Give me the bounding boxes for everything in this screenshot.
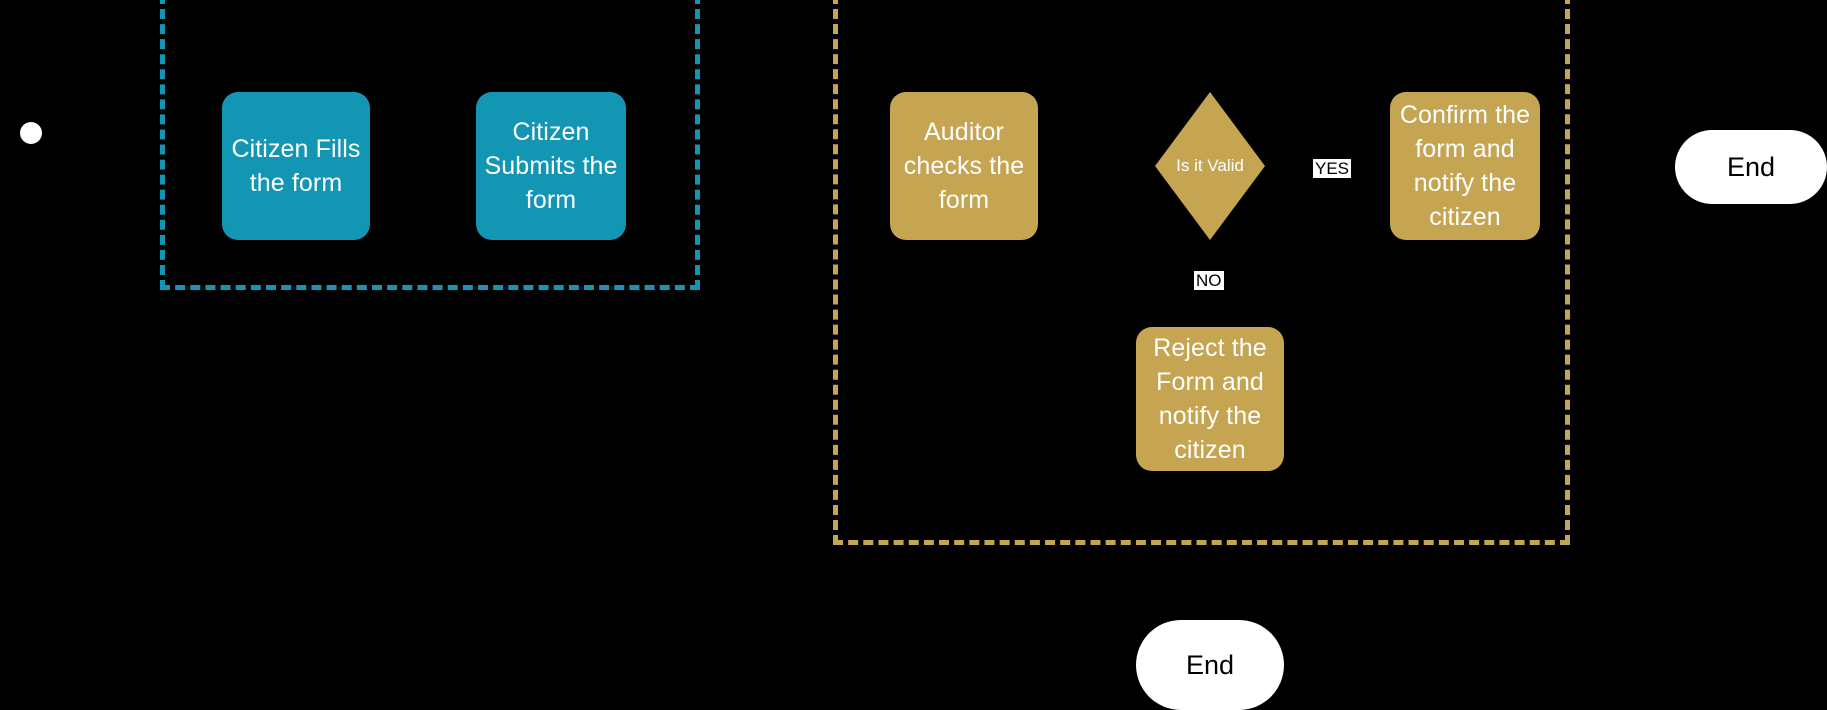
node-label: Reject the Form and notify the citizen [1153,334,1267,464]
node-label: Citizen Fills the form [231,135,361,197]
edge-label-no: NO [1194,271,1224,290]
start-node-dot[interactable] [20,122,42,144]
node-label: Citizen Submits the form [484,118,618,214]
terminator-label: End [1185,649,1235,680]
end-node-right[interactable]: End [1675,130,1827,204]
edge-label-text: NO [1196,271,1222,290]
node-label: Confirm the form and notify the citizen [1399,101,1531,231]
node-label: Auditor checks the form [903,118,1025,214]
edge-label-text: YES [1315,159,1350,178]
edge-label-yes: YES [1313,159,1352,178]
diamond-shape-icon [1155,92,1265,240]
node-citizen-submits-form[interactable]: Citizen Submits the form [476,92,626,240]
citizen-lane-container[interactable] [160,0,700,290]
node-reject-form[interactable]: Reject the Form and notify the citizen [1136,327,1284,471]
terminator-label: End [1726,151,1776,182]
auditor-lane-container[interactable] [833,0,1570,545]
node-citizen-fills-form[interactable]: Citizen Fills the form [222,92,370,240]
end-node-bottom[interactable]: End [1136,620,1284,710]
node-confirm-form[interactable]: Confirm the form and notify the citizen [1390,92,1540,240]
node-auditor-checks-form[interactable]: Auditor checks the form [890,92,1038,240]
decision-is-it-valid[interactable]: Is it Valid [1155,92,1265,240]
